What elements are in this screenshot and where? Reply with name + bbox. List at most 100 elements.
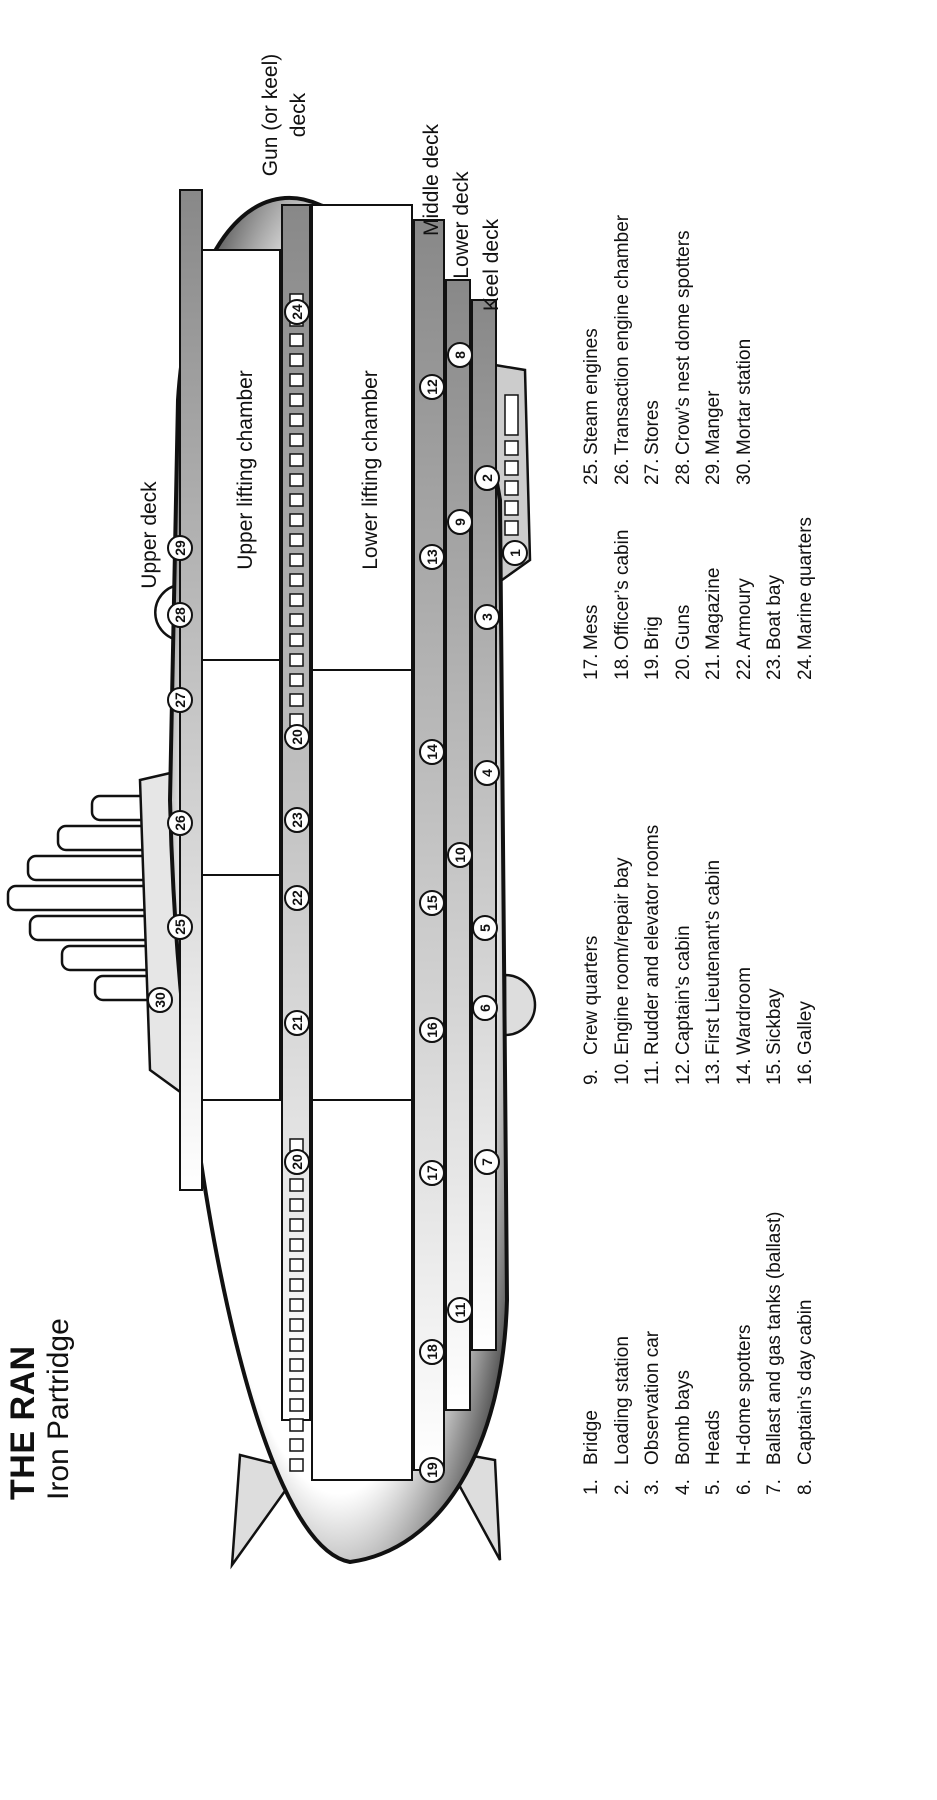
legend-number: 11. [642, 1059, 663, 1085]
marker-number: 8 [452, 351, 468, 359]
legend-label: Guns [672, 604, 694, 650]
gun-port [289, 533, 304, 547]
marker-number: 24 [289, 304, 305, 320]
legend-item: 24. Marine quarters [791, 517, 822, 680]
smoke-stacks [6, 794, 160, 1002]
marker-30: 30 [147, 987, 173, 1013]
legend-item: 7.Ballast and gas tanks (ballast) [760, 1212, 791, 1495]
legend-number: 5. [703, 1479, 724, 1495]
marker-circle [419, 739, 445, 765]
marker-circle [447, 842, 473, 868]
marker-4: 4 [474, 760, 500, 786]
gun-port [289, 373, 304, 387]
gun-port [289, 653, 304, 667]
legend-label: Bridge [581, 1410, 602, 1465]
marker-circle [284, 299, 310, 325]
marker-circle [419, 1339, 445, 1365]
legend-item: 21.Magazine [699, 517, 730, 680]
marker-15: 15 [419, 890, 445, 916]
legend-label: Manger [703, 390, 724, 455]
legend-number: 24. [794, 653, 816, 680]
marker-circle [167, 914, 193, 940]
deck-labels: Upper deck Upper lifting chamber Lower l… [138, 54, 503, 589]
marker-14: 14 [419, 739, 445, 765]
marker-22: 22 [284, 885, 310, 911]
gun-port [289, 1258, 304, 1272]
marker-circle [419, 890, 445, 916]
marker-29: 29 [167, 535, 193, 561]
legend-label: Brig [642, 616, 663, 650]
legend-label: Captain’s day cabin [794, 1299, 816, 1465]
marker-number: 3 [479, 613, 495, 621]
legend-item: 19.Brig [638, 517, 669, 680]
legend-number: 4. [672, 1479, 694, 1495]
label-middle-deck: Middle deck [420, 123, 443, 236]
marker-number: 19 [424, 1462, 440, 1478]
h-dome [503, 973, 537, 1037]
legend-item: 13.First Lieutenant’s cabin [699, 825, 730, 1085]
marker-number: 20 [289, 729, 305, 745]
legend-number: 10. [611, 1058, 633, 1085]
marker-number: 20 [289, 1154, 305, 1170]
gun-port [289, 613, 304, 627]
legend-number: 14. [733, 1058, 755, 1085]
marker-number: 12 [424, 379, 440, 395]
marker-number: 2 [479, 474, 495, 482]
marker-number: 7 [479, 1158, 495, 1166]
legend-number: 25. [581, 458, 602, 485]
legend-number: 16. [794, 1058, 816, 1085]
marker-circle [502, 540, 528, 566]
gun-port [289, 693, 304, 707]
legend-item: 23.Boat bay [760, 517, 791, 680]
gun-port [289, 1418, 304, 1432]
legend-label: Ballast and gas tanks (ballast) [764, 1211, 785, 1465]
legend-item: 29. Manger [699, 215, 730, 485]
legend-number: 15. [764, 1058, 785, 1085]
marker-number: 29 [172, 540, 188, 556]
marker-6: 6 [472, 995, 498, 1021]
marker-5: 5 [472, 915, 498, 941]
legend-item: 11. Rudder and elevator rooms [638, 825, 669, 1085]
marker-circle [474, 465, 500, 491]
marker-circle [284, 807, 310, 833]
marker-25: 25 [167, 914, 193, 940]
marker-number: 21 [289, 1015, 305, 1031]
marker-number: 18 [424, 1344, 440, 1360]
marker-circle [167, 602, 193, 628]
gun-port [289, 493, 304, 507]
legend-item: 3.Observation car [638, 1212, 669, 1495]
marker-number: 25 [172, 919, 188, 935]
marker-circle [474, 604, 500, 630]
legend-label: Magazine [703, 567, 724, 650]
marker-3: 3 [474, 604, 500, 630]
marker-circle [472, 995, 498, 1021]
legend-label: Stores [642, 400, 663, 455]
gun-port [289, 1178, 304, 1192]
legend-item: 8.Captain’s day cabin [791, 1212, 822, 1495]
legend-item: 16.Galley [791, 825, 822, 1085]
legend-label: Bomb bays [672, 1369, 694, 1465]
legend-item: 15.Sickbay [760, 825, 791, 1085]
gun-port [289, 1298, 304, 1312]
marker-number: 26 [172, 815, 188, 831]
marker-27: 27 [167, 687, 193, 713]
legend-number: 29. [703, 458, 724, 485]
marker-1: 1 [502, 540, 528, 566]
gun-port [289, 433, 304, 447]
legend-number: 13. [703, 1058, 724, 1085]
marker-circle [474, 1149, 500, 1175]
marker-7: 7 [474, 1149, 500, 1175]
marker-circle [284, 1010, 310, 1036]
legend-label: Rudder and elevator rooms [642, 824, 663, 1055]
label-lower-lifting-chamber: Lower lifting chamber [359, 370, 382, 570]
marker-16: 16 [419, 1017, 445, 1043]
legend-number: 22. [733, 653, 755, 680]
gun-port [289, 473, 304, 487]
legend-number: 27. [642, 458, 663, 485]
legend-label: Marine quarters [794, 516, 816, 650]
legend-item: 17.Mess [577, 517, 608, 680]
marker-number: 9 [452, 518, 468, 526]
marker-24: 24 [284, 299, 310, 325]
